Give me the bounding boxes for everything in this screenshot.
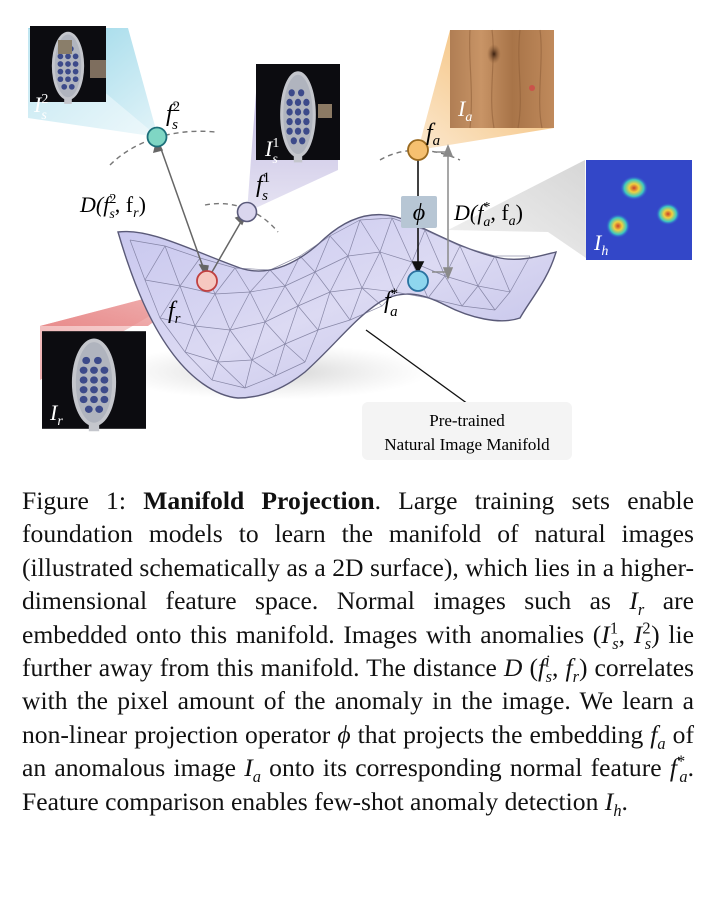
- label-fr: fr: [168, 298, 181, 327]
- caption-text-6: of an anomalous image: [22, 719, 694, 783]
- caption-text-8: . Feature comparison enables few-shot an…: [22, 753, 694, 816]
- label-ia: Ia: [457, 96, 472, 125]
- label-fa-star: f*a: [384, 286, 398, 320]
- label-ir: Ir: [49, 400, 63, 429]
- math-phi: ϕ: [337, 719, 351, 749]
- node-fa-star: [407, 270, 429, 292]
- caption-text-5: that projects the embedding: [350, 719, 651, 749]
- node-fs2: [146, 126, 168, 148]
- caption-text-9: .: [621, 786, 628, 816]
- math-ih: Ih: [604, 786, 622, 820]
- image-is1: [256, 64, 340, 163]
- math-d: D: [503, 653, 523, 683]
- phi-box: [401, 196, 437, 228]
- caption-comma: ,: [618, 619, 634, 649]
- arrow-fa-bracket: [432, 143, 454, 281]
- caption-paragraph: Figure 1: Manifold Projection. Large tra…: [22, 484, 694, 818]
- caption-lparen: (: [522, 653, 538, 683]
- node-fs1: [236, 201, 258, 223]
- caption-rparen: ): [578, 653, 588, 683]
- figure-caption: Figure 1: Manifold Projection. Large tra…: [22, 484, 694, 818]
- math-ia: Ia: [244, 753, 261, 787]
- node-fr: [196, 270, 218, 292]
- image-ih-heatmap: [586, 160, 692, 260]
- label-fa: fa: [426, 120, 440, 149]
- math-fa: fa: [650, 719, 666, 753]
- caption-figure-label: Figure 1:: [22, 486, 126, 515]
- math-fsi: fis: [537, 651, 552, 687]
- manifold-label-line1: Pre-trained: [429, 411, 505, 430]
- callout-wedge-ih: [448, 160, 586, 258]
- caption-comma-2: ,: [551, 653, 566, 683]
- caption-text-7: onto its corresponding normal feature: [260, 753, 670, 783]
- math-fa-star: f*a: [669, 751, 688, 787]
- manifold-surface: [117, 213, 558, 399]
- math-is1: I1s: [601, 618, 619, 653]
- manifold-mesh: [129, 217, 531, 389]
- caption-text-3: ) lie further away from this manifold. T…: [22, 619, 694, 683]
- caption-text-1: . Large training sets enable foundation …: [22, 486, 694, 616]
- leader-manifold-label: [365, 329, 469, 405]
- manifold-figure: ϕ Pre-trained Natural Image Manifold I2s…: [28, 25, 692, 460]
- math-is2: I2s: [633, 618, 652, 653]
- caption-title: Manifold Projection: [143, 486, 375, 515]
- image-is2: [29, 25, 106, 104]
- manifold-label-box: [362, 402, 572, 460]
- caption-text-2: are embedded onto this manifold. Images …: [22, 586, 694, 649]
- math-ir: Ir: [629, 586, 645, 620]
- image-ia: [450, 29, 554, 129]
- label-ih: Ih: [593, 230, 608, 259]
- node-fa: [407, 139, 429, 161]
- math-fr: fr: [565, 653, 579, 687]
- manifold-label-line2: Natural Image Manifold: [384, 435, 550, 454]
- caption-text-4: correlates with the pixel amount of the …: [22, 653, 695, 749]
- label-distance-right: D(f*a, fa): [453, 200, 523, 230]
- phi-label: ϕ: [413, 200, 425, 226]
